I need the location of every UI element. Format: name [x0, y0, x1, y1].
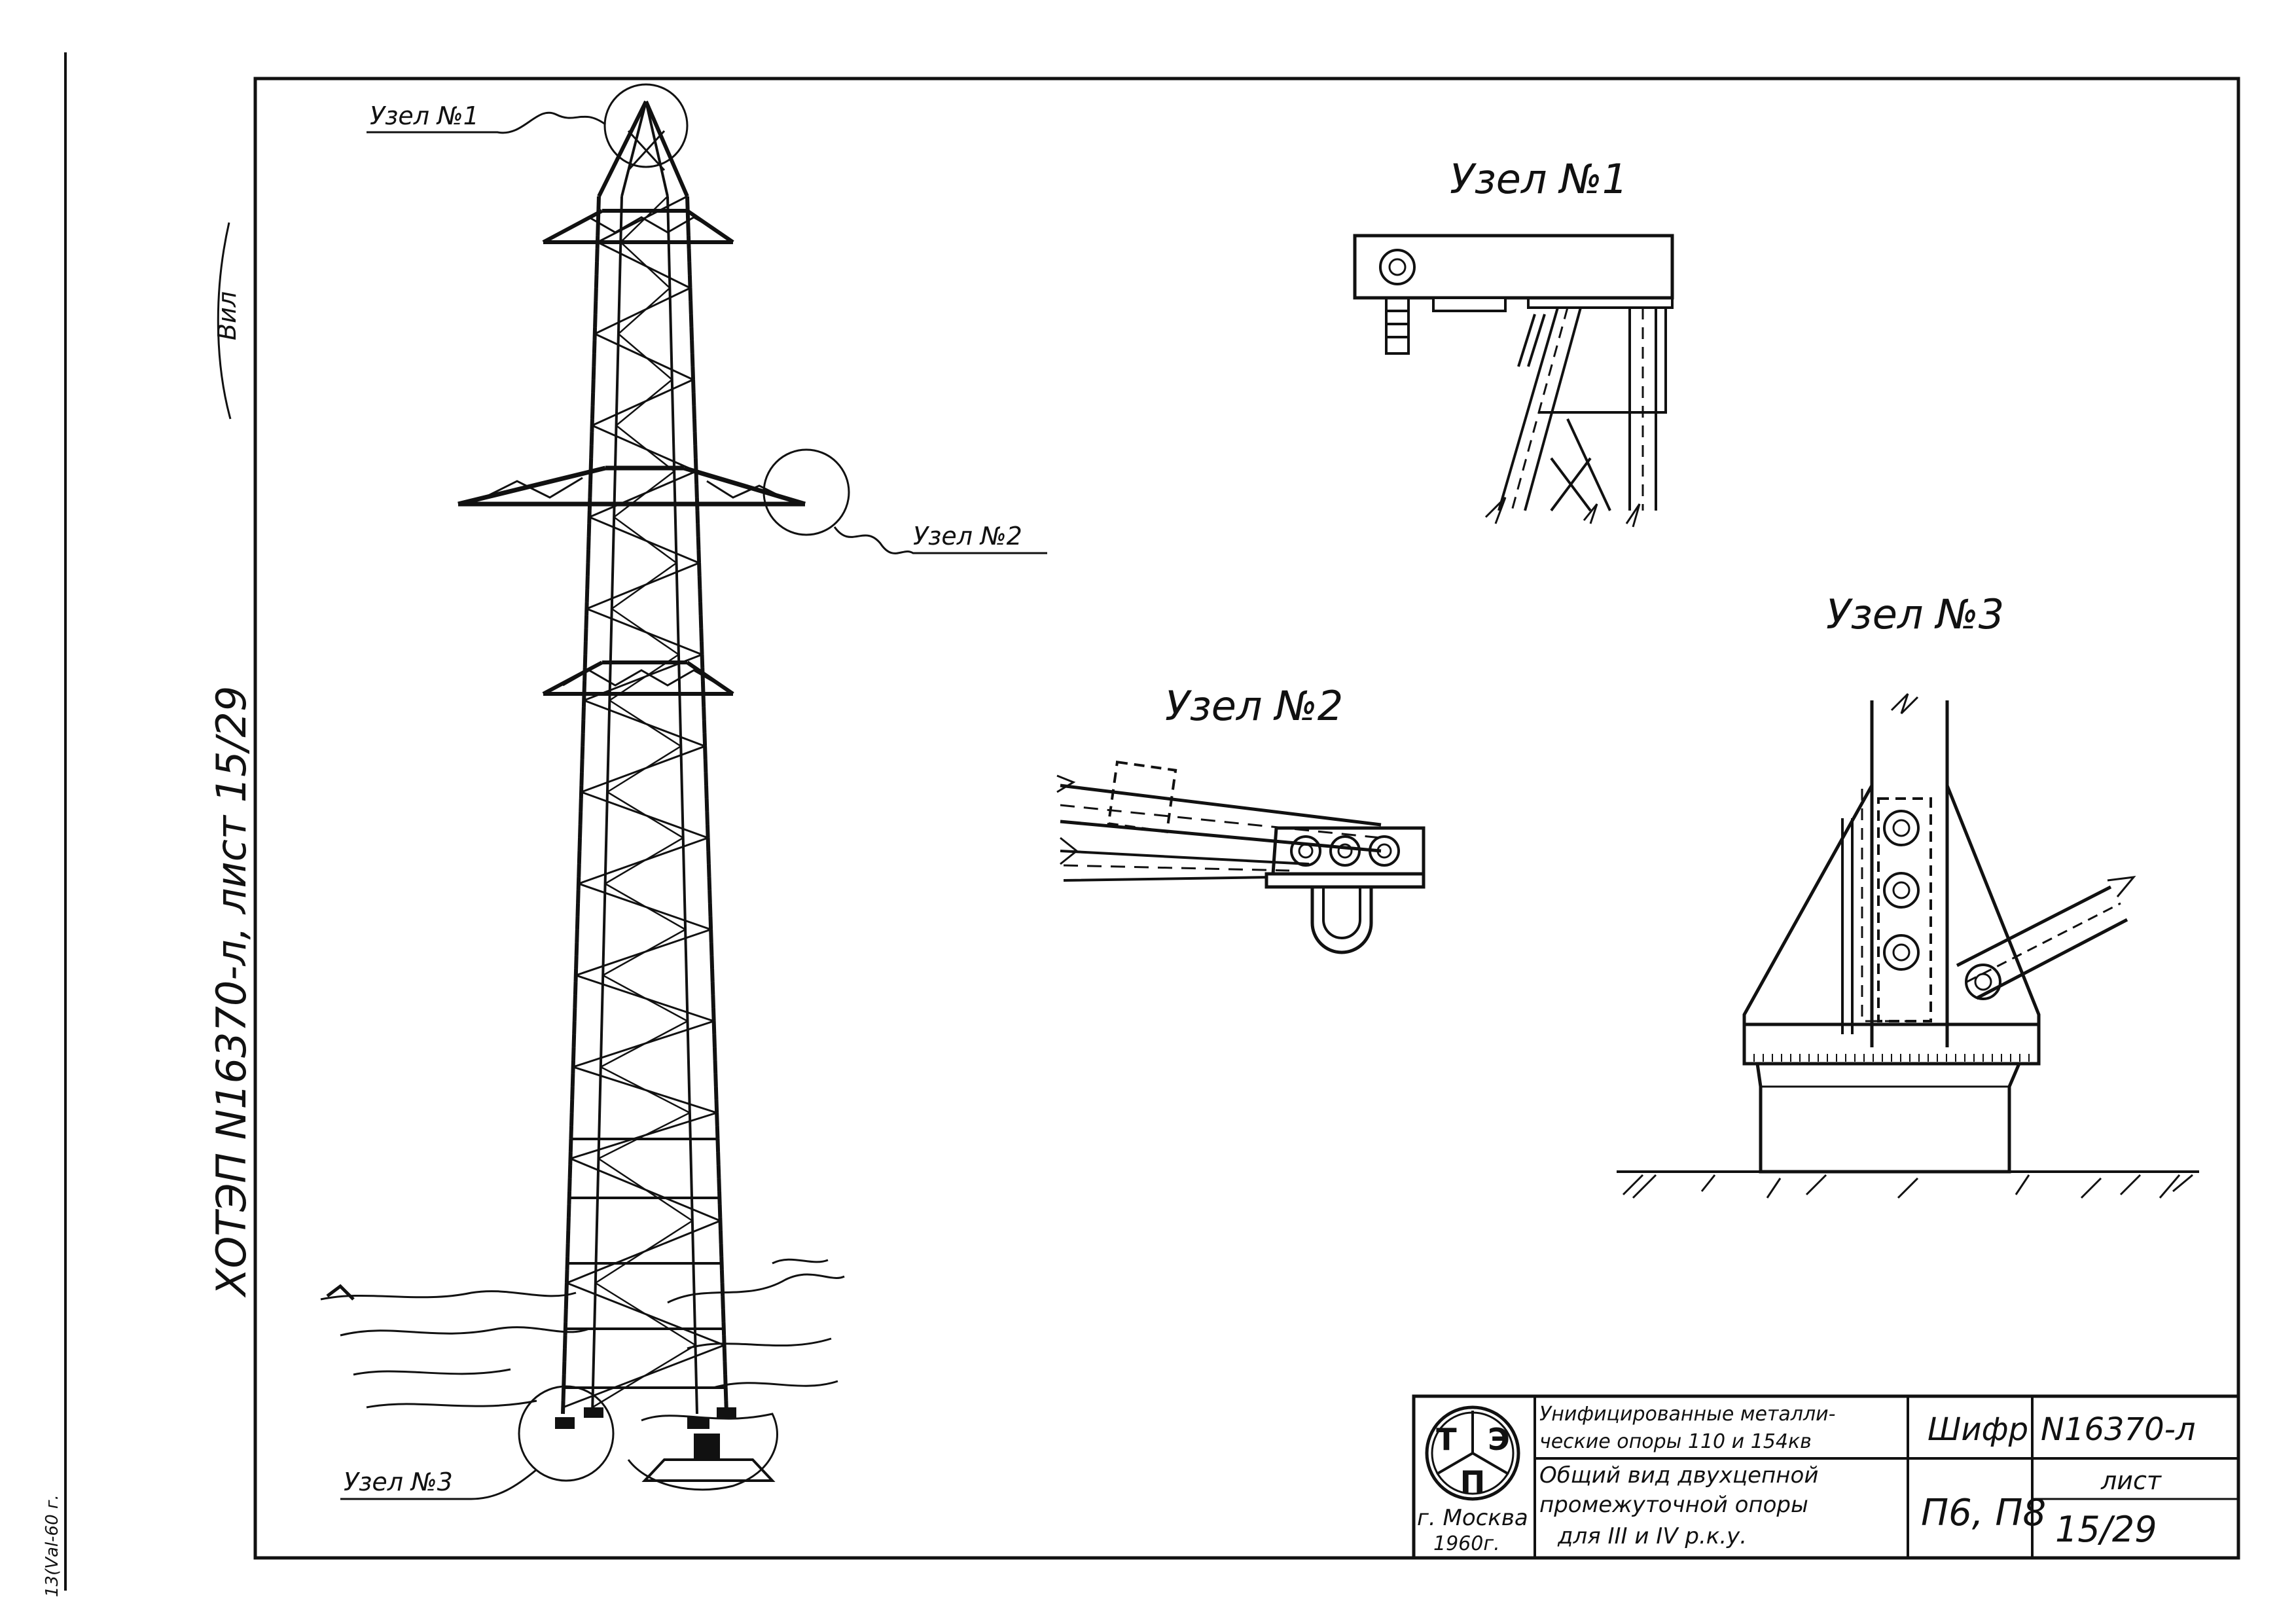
- detail-node3: Узел №3: [1617, 590, 2199, 1199]
- svg-text:Т: Т: [1436, 1422, 1457, 1457]
- detail-node1-title: Узел №1: [1450, 155, 1628, 203]
- subtitle-line-1: Общий вид двухцепной: [1539, 1462, 1818, 1489]
- code-value: П6, П8: [1921, 1492, 2046, 1534]
- svg-text:Вил: Вил: [213, 291, 242, 340]
- crossarm-bottom: [542, 660, 734, 696]
- detail-node2-title: Узел №2: [1165, 682, 1343, 730]
- subtitle-line-3: для III и IV р.к.у.: [1557, 1523, 1747, 1549]
- title-block: Т Э П г. Москва 1960г. Унифицированные м…: [1412, 1394, 2240, 1560]
- detail-node3-title: Узел №3: [1826, 590, 2004, 638]
- archive-note: 13(Vаl-60 г.: [43, 1494, 62, 1597]
- node2-callout-circle: [762, 448, 850, 536]
- node2-label: Узел №2: [913, 522, 1022, 550]
- node3-callout-circle: [518, 1385, 615, 1482]
- subtitle-line-2: промежуточной опоры: [1539, 1492, 1808, 1518]
- node1-callout-circle: [603, 83, 689, 168]
- organization-logo: Т Э П: [1425, 1405, 1520, 1501]
- city: г. Москва: [1417, 1505, 1528, 1531]
- title-line-1: Унифицированные металли-: [1539, 1403, 1835, 1426]
- node3-label: Узел №3: [344, 1468, 453, 1496]
- title-line-2: ческие опоры 110 и 154кв: [1539, 1430, 1812, 1453]
- node2-leader: [833, 526, 1047, 554]
- svg-text:П: П: [1460, 1464, 1486, 1500]
- node1-label: Узел №1: [370, 101, 479, 130]
- year: 1960г.: [1433, 1532, 1500, 1555]
- detail-node1: Узел №1: [1353, 155, 1674, 528]
- ground-sketch: [320, 1258, 845, 1491]
- svg-text:Э: Э: [1488, 1422, 1510, 1457]
- crossarm-top: [542, 209, 734, 244]
- node1-leader: [367, 111, 606, 134]
- tower-drawing: Узел №1 Узел №2 Узел №3: [320, 83, 1047, 1500]
- drawing-frame: [253, 77, 2240, 1560]
- document-reference: ХОТЭП N16370-л, лист 15/29: [207, 686, 255, 1298]
- sheet-value: 15/29: [2055, 1509, 2157, 1550]
- document-number: N16370-л: [2041, 1411, 2196, 1448]
- detail-node2: Узел №2: [1056, 682, 1426, 954]
- tower-foundations: [555, 1407, 776, 1482]
- node3-leader: [340, 1468, 537, 1500]
- code-label: Шифр: [1928, 1411, 2028, 1448]
- sheet-label: лист: [2100, 1466, 2162, 1495]
- crossarm-middle: [457, 465, 806, 507]
- signature: Вил: [213, 222, 242, 420]
